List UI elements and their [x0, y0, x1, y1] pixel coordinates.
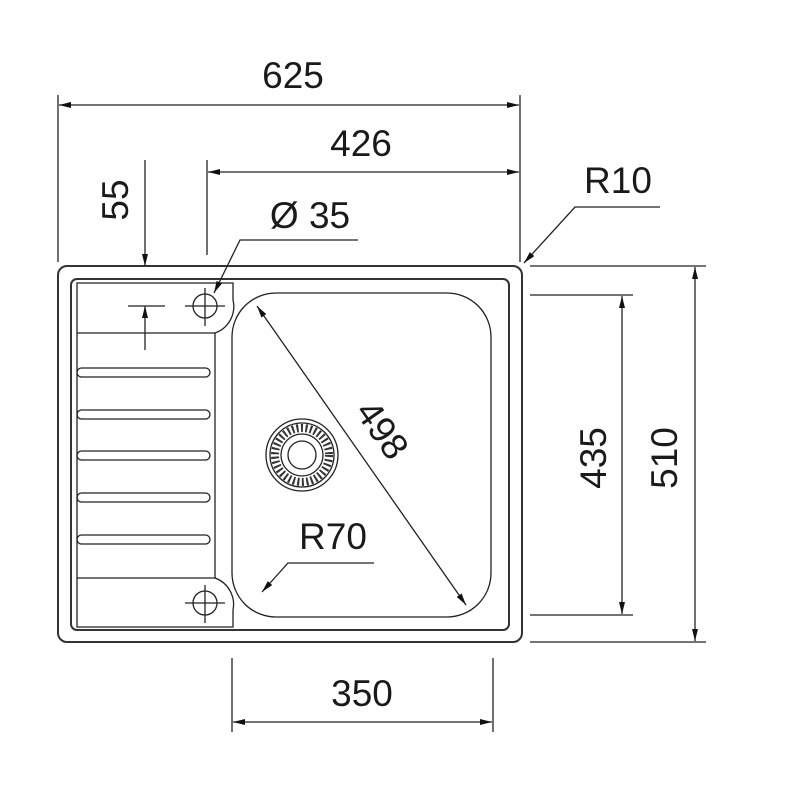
dim-55: 55	[95, 160, 148, 350]
svg-text:510: 510	[644, 427, 685, 489]
svg-text:R10: R10	[584, 160, 652, 201]
svg-text:55: 55	[95, 179, 136, 220]
svg-text:435: 435	[573, 427, 614, 489]
dim-426: 426	[206, 123, 519, 255]
dim-625: 625	[57, 55, 521, 262]
tap-hole-bottom	[185, 585, 225, 623]
drain-strainer	[265, 418, 339, 492]
drainer	[76, 282, 235, 628]
svg-text:Ø 35: Ø 35	[270, 195, 350, 236]
dim-350: 350	[231, 658, 494, 732]
dim-r10: R10	[523, 160, 660, 264]
svg-text:498: 498	[348, 393, 417, 467]
sink-outline	[57, 265, 523, 643]
dim-r70: R70	[261, 516, 374, 593]
svg-text:350: 350	[331, 673, 393, 714]
svg-text:625: 625	[262, 55, 324, 96]
bowl	[231, 292, 492, 618]
dim-510: 510	[530, 265, 706, 643]
tap-hole-top	[128, 288, 225, 326]
dim-435: 435	[530, 294, 633, 616]
dim-tap-hole: Ø 35	[213, 195, 358, 294]
svg-text:R70: R70	[299, 516, 367, 557]
drainer-slots	[76, 367, 211, 545]
svg-text:426: 426	[330, 123, 392, 164]
